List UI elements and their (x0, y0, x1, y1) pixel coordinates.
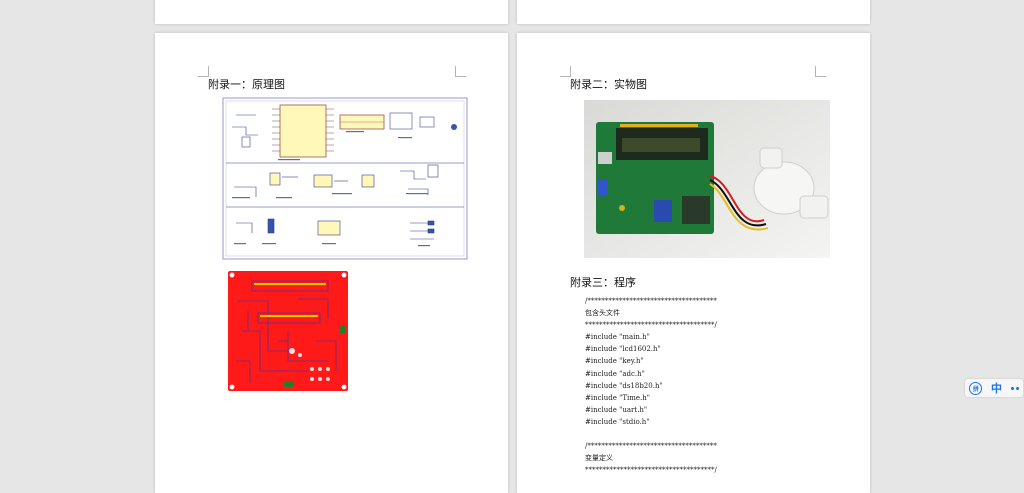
schematic-diagram-image[interactable] (222, 97, 468, 260)
code-line: #include "uart.h" (585, 405, 648, 414)
code-line: /************************************* (585, 297, 717, 305)
code-line: #include "stdio.h" (585, 417, 650, 426)
previous-page-left (155, 0, 508, 24)
code-line: #include "key.h" (585, 357, 644, 366)
settings-dots-icon[interactable] (1010, 386, 1019, 390)
code-line: *************************************/ (585, 466, 717, 475)
margin-mark-top-left (560, 66, 571, 77)
program-code-listing: /************************************* 包… (585, 295, 805, 476)
code-line (585, 428, 805, 440)
code-line: #include "ds18b20.h" (585, 381, 663, 390)
appendix1-heading: 附录一：原理图 (208, 78, 285, 91)
document-page-left: 附录一：原理图 (155, 33, 508, 493)
ime-toolbar[interactable]: 拼 中 (965, 379, 1023, 397)
ime-mode-toggle[interactable]: 中 (990, 382, 1002, 395)
code-line: #include "lcd1602.h" (585, 345, 661, 354)
appendix2-heading: 附录二：实物图 (570, 78, 647, 91)
margin-mark-top-left (198, 66, 209, 77)
pcb-layout-image[interactable] (228, 271, 348, 391)
code-line: 包含头文件 (585, 309, 620, 318)
code-line: /************************************* (585, 442, 717, 451)
code-line: #include "Time.h" (585, 393, 650, 402)
code-line: #include "adc.h" (585, 369, 645, 378)
previous-page-right (517, 0, 870, 24)
margin-mark-top-right (455, 66, 466, 77)
code-line: *************************************/ (585, 321, 717, 330)
appendix3-heading: 附录三：程序 (570, 276, 636, 289)
margin-mark-top-right (815, 66, 826, 77)
code-line: 变量定义 (585, 454, 613, 463)
code-line: #include "main.h" (585, 333, 650, 342)
document-page-right: 附录二：实物图 附录三：程序 /************************… (517, 33, 870, 493)
hardware-photo-image[interactable] (584, 100, 830, 258)
ime-logo-icon[interactable]: 拼 (969, 381, 983, 395)
